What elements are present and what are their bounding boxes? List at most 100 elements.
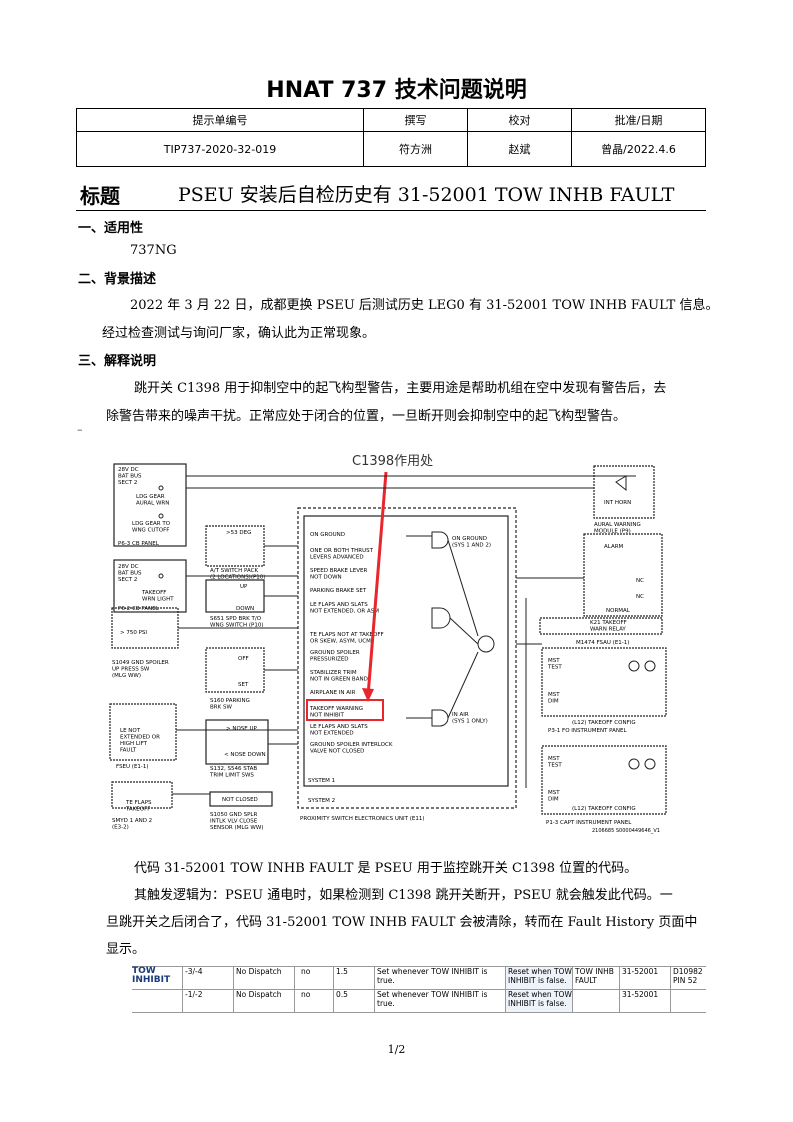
background-line-2: 经过检查测试与询问厂家，确认此为正常现象。	[102, 326, 376, 341]
label-line: (E3-2)	[112, 825, 129, 831]
label-line: BAT BUS	[118, 571, 142, 577]
label-line: GROUND SPOILER INTERLOCK	[310, 742, 393, 748]
p6-3-panel-box	[113, 463, 187, 547]
label-line: MST	[548, 790, 560, 796]
nc1-label: NC	[636, 578, 644, 584]
label-line: DIM	[548, 797, 559, 803]
p1-3-label: P1-3 CAPT INSTRUMENT PANEL	[546, 820, 632, 826]
label-line: 28V DC	[118, 564, 139, 570]
label-line: LDG GEAR	[136, 494, 165, 500]
value-reviewer: 赵斌	[467, 131, 572, 167]
label-line: NOT DOWN	[310, 575, 342, 581]
fault-cell-code: 31-52001	[619, 967, 670, 989]
value-author: 符方洲	[363, 131, 468, 167]
label-line: TAKEOFF	[141, 590, 166, 596]
fo-panel-box	[541, 647, 667, 717]
after-diagram-line-3: 旦跳开关之后闭合了，代码 31-52001 TOW INHB FAULT 会被清…	[106, 915, 698, 930]
label-line: S132, S546 STAB	[210, 766, 257, 772]
label-line: HIGH LIFT	[120, 741, 148, 747]
fault-cell-no: no	[294, 967, 333, 989]
label-line: MST	[548, 756, 560, 762]
fault-cell-name	[132, 990, 182, 1012]
value-approval: 曾晶/2022.4.6	[571, 131, 706, 167]
pseu-input-9: AIRPLANE IN AIR	[310, 690, 356, 696]
pseu-outer-box	[297, 507, 517, 809]
label-line: (SYS 1 AND 2)	[452, 543, 491, 549]
fault-cell-msg	[572, 990, 619, 1012]
callout-label: C1398作用处	[352, 454, 433, 469]
fault-cell-reset: Reset when TOW INHIBIT is false.	[505, 967, 572, 989]
down-label: DOWN	[236, 606, 254, 612]
after-diagram-line-4: 显示。	[106, 942, 146, 957]
takeoff-config-light-2b	[644, 758, 656, 770]
system1-label: SYSTEM 1	[308, 778, 335, 784]
fault-cell-no: no	[294, 990, 333, 1012]
pseu-input-1: ON GROUND	[310, 532, 345, 538]
breaker-1	[158, 485, 164, 491]
label-line: LDG GEAR TO	[132, 521, 171, 527]
label-line: (SYS 1 ONLY)	[452, 719, 488, 725]
p3-1-label: P3-1 FO INSTRUMENT PANEL	[548, 728, 627, 734]
pseu-input-4: PARKING BRAKE SET	[310, 588, 367, 594]
header-approval: 批准/日期	[571, 108, 706, 132]
gnd-spoiler-box	[111, 607, 179, 649]
fault-cell-set: Set whenever TOW INHIBIT is true.	[374, 990, 505, 1012]
and-gate-1	[431, 531, 449, 549]
label-line: NOT EXTENDED, OR ASM	[310, 609, 379, 615]
label-line: TAKEOFF WARNING	[309, 706, 363, 712]
p6-3-label: P6-3 CB PANEL	[118, 541, 160, 547]
section-background-heading: 二、背景描述	[78, 272, 157, 287]
fault-cell-code: 31-52001	[619, 990, 670, 1012]
nose-up-label: > NOSE UP	[226, 726, 258, 732]
fault-row-1: TOW INHIBIT -3/-4 No Dispatch no 1.5 Set…	[132, 966, 706, 990]
label-line: TE FLAPS	[125, 800, 152, 806]
pseu-label: PROXIMITY SWITCH ELECTRONICS UNIT (E11)	[300, 816, 424, 822]
not-closed-label: NOT CLOSED	[222, 797, 258, 803]
fault-cell-time: 0.5	[333, 990, 374, 1012]
gt750-label: > 750 PSI	[120, 630, 147, 636]
label-line: AURAL WARNING	[594, 522, 641, 528]
label-line: S1050 GND SPLR	[210, 812, 257, 818]
label-line: INTLK VLV CLOSE	[210, 819, 258, 825]
label-line: STABILIZER TRIM	[310, 670, 357, 676]
fault-cell-name: TOW INHIBIT	[132, 966, 171, 985]
system2-label: SYSTEM 2	[308, 798, 335, 804]
label-line: WNG SWITCH (P10)	[210, 623, 263, 629]
label-line: TRIM LIMIT SWS	[209, 773, 254, 779]
spd-brk-box	[205, 579, 265, 613]
section-applicability-heading: 一、适用性	[78, 221, 144, 236]
label-line: LEVERS ADVANCED	[310, 555, 364, 561]
label-line: A/T SWITCH PACK	[210, 568, 259, 574]
in-air-sys-label: IN AIR(SYS 1 ONLY)	[452, 712, 488, 725]
header-author: 撰写	[363, 108, 468, 132]
fault-cell-reset: Reset when TOW INHIBIT is false.	[505, 990, 572, 1012]
explanation-line-2: 除警告带来的噪声干扰。正常应处于闭合的位置，一旦断开则会抑制空中的起飞构型警告。	[106, 409, 627, 424]
breaker-2	[158, 513, 164, 519]
fault-cell-dash: -3/-4	[182, 967, 233, 989]
label-line: MST	[548, 692, 560, 698]
label-line: SPEED BRAKE LEVER	[310, 568, 367, 574]
fseu-box	[109, 703, 177, 761]
value-tip-number: TIP737-2020-32-019	[76, 131, 364, 167]
label-line: NOT EXTENDED	[310, 731, 354, 737]
background-line-1: 2022 年 3 月 22 日，成都更换 PSEU 后测试历史 LEG0 有 3…	[130, 298, 719, 313]
label-line: EXTENDED OR	[120, 735, 160, 741]
fault-table: TOW INHIBIT -3/-4 No Dispatch no 1.5 Set…	[132, 966, 706, 1013]
label-line: IN AIR	[452, 712, 469, 718]
